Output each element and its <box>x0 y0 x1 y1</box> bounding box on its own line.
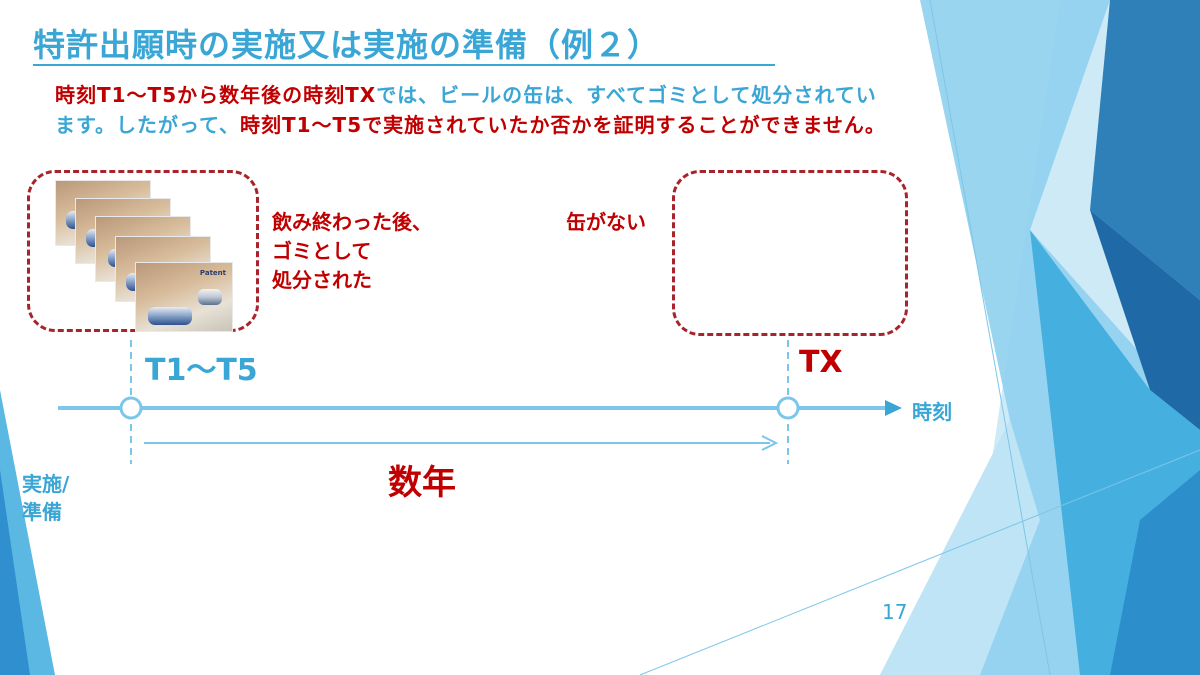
title-underline <box>33 64 775 66</box>
page-title: 特許出願時の実施又は実施の準備（例２） <box>33 26 661 64</box>
span-label: 数年 <box>388 463 456 503</box>
end-time-label: TX <box>799 345 843 380</box>
start-point <box>119 396 143 420</box>
left-caption-line-1: 飲み終わった後、 <box>272 210 432 234</box>
beer-can-shape <box>148 307 192 325</box>
span-arrowhead <box>761 435 779 451</box>
description-part-1: 時刻T1～T5から数年後の時刻TX <box>55 83 377 107</box>
photo-label: Patent <box>199 269 226 277</box>
description-text: 時刻T1～T5から数年後の時刻TXでは、ビールの缶は、すべてゴミとして処分されて… <box>55 80 895 140</box>
timeline-arrowhead <box>885 400 902 416</box>
start-time-label: T1～T5 <box>145 353 258 388</box>
description-part-2: では、ビールの缶は、すべてゴミとして処分されています。したがって、 <box>55 83 877 137</box>
page-number: 17 <box>882 600 908 624</box>
right-caption: 缶がない <box>566 210 646 234</box>
description-part-3: 時刻T1～T5で実施されていたか否かを証明することができません。 <box>240 113 886 137</box>
beer-can-photo: Patent <box>135 262 233 332</box>
side-label-line-2: 準備 <box>22 500 62 524</box>
side-label-line-1: 実施/ <box>22 472 70 496</box>
empty-box <box>672 170 908 336</box>
beer-can-shape <box>198 289 222 305</box>
end-point <box>776 396 800 420</box>
left-caption-line-2: ゴミとして <box>272 239 372 263</box>
left-caption-line-3: 処分された <box>272 268 372 292</box>
axis-label: 時刻 <box>912 400 952 424</box>
